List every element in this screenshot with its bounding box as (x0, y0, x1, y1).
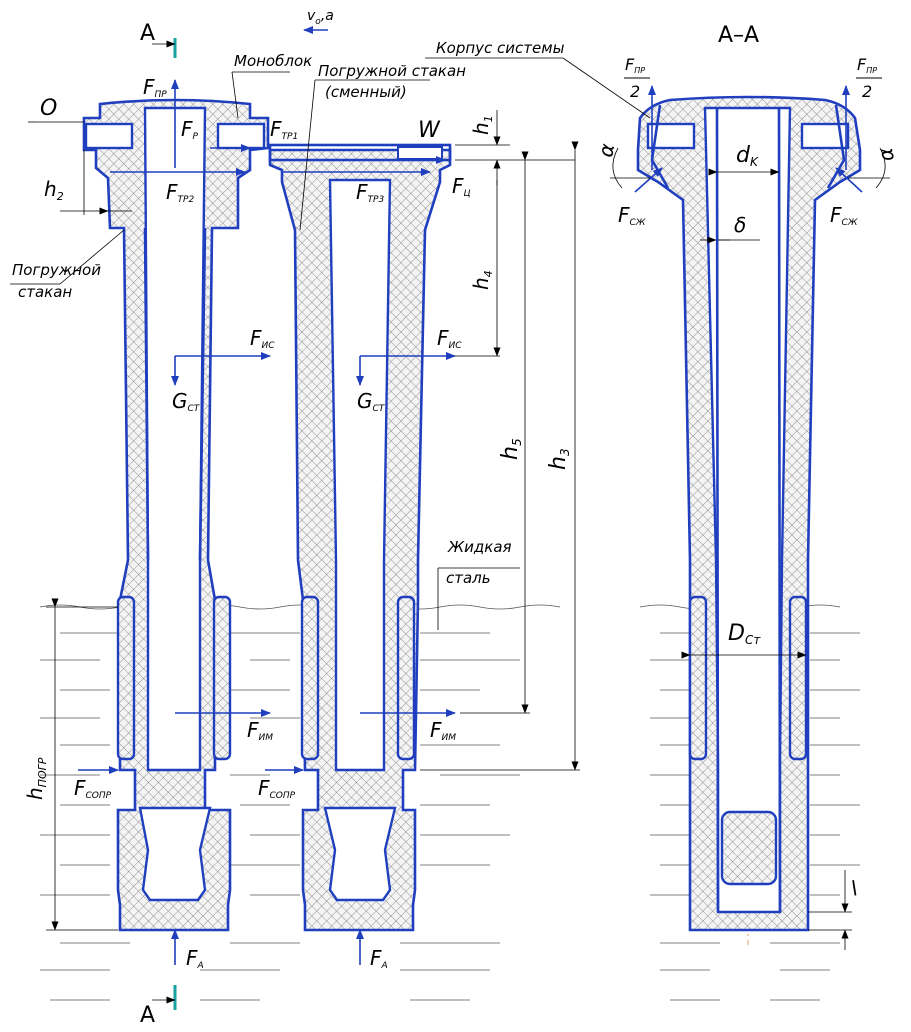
force-f-tr2: FТР2 (166, 180, 194, 205)
force-g-st-left: GСТ (172, 389, 201, 414)
dim-h3: h3 (546, 448, 572, 470)
dimension-lines (46, 110, 890, 950)
dim-h4: h4 (469, 270, 495, 290)
force-f-im-right: FИМ (430, 718, 456, 743)
changeable-cup (268, 143, 452, 932)
monoblock-left (82, 98, 270, 932)
force-f-c: FЦ (452, 174, 471, 199)
force-f-a-right: FА (370, 946, 388, 971)
liquid-steel-label-1: Жидкая (447, 538, 512, 556)
force-f-sk-right: FСЖ (830, 203, 858, 228)
svg-text:FПР: FПР (625, 55, 645, 75)
point-o-label: O (40, 96, 57, 121)
force-arrows (78, 79, 863, 965)
force-f-r: FР (181, 117, 199, 142)
dim-l: l (848, 876, 862, 901)
dim-h1: h1 (469, 115, 495, 135)
liquid-steel-label-2: сталь (446, 569, 491, 587)
force-g-st-right: GСТ (357, 389, 386, 414)
force-f-sopr-left: FСОПР (74, 776, 112, 801)
section-cut-label-top: A (140, 21, 155, 46)
force-f-tr1: FТР1 (270, 117, 298, 142)
svg-text:2: 2 (630, 82, 640, 101)
section-title: A–A (718, 23, 759, 48)
immersion-cup-label-2: стакан (18, 283, 72, 301)
force-f-sk-left: FСЖ (618, 203, 646, 228)
force-f-a-left: FА (186, 946, 204, 971)
dim-h-pogr: hПОГР (23, 757, 49, 800)
force-f-pr: FПР (143, 75, 167, 100)
force-f-sopr-right: FСОПР (258, 776, 296, 801)
force-f-ic-right: FИС (437, 326, 462, 351)
changeable-cup-label-2: (сменный) (325, 83, 407, 101)
monoblock-label: Моноблок (234, 52, 312, 70)
section-marks (152, 38, 177, 1010)
svg-text:2: 2 (862, 82, 872, 101)
leader-lines (10, 57, 651, 630)
dim-d-k: dK (736, 143, 759, 169)
dim-delta: δ (734, 213, 746, 237)
svg-text:FПР: FПР (857, 55, 877, 75)
changeable-cup-label-1: Погружной стакан (318, 62, 466, 80)
section-cut-label-bottom: A (140, 1003, 155, 1028)
dim-alpha-left: α (593, 142, 619, 159)
point-w-label: W (418, 118, 441, 143)
section-aa (636, 95, 862, 932)
system-housing-label: Корпус системы (436, 39, 565, 57)
force-f-im-left: FИМ (247, 718, 273, 743)
dim-d-st: DСт (728, 621, 761, 647)
force-f-pr-half-right: FПР 2 (856, 55, 882, 101)
dim-alpha-right: α (873, 146, 899, 163)
force-f-ic-left: FИС (250, 326, 275, 351)
dim-h5: h5 (498, 438, 524, 460)
velocity-label: vo,a (307, 8, 334, 27)
force-f-tr3: FТР3 (356, 180, 384, 205)
immersion-cup-label-1: Погружной (12, 261, 101, 279)
dim-h2: h2 (44, 177, 64, 203)
liquid-steel-lines (40, 632, 860, 1001)
force-f-pr-half-left: FПР 2 (624, 55, 650, 101)
